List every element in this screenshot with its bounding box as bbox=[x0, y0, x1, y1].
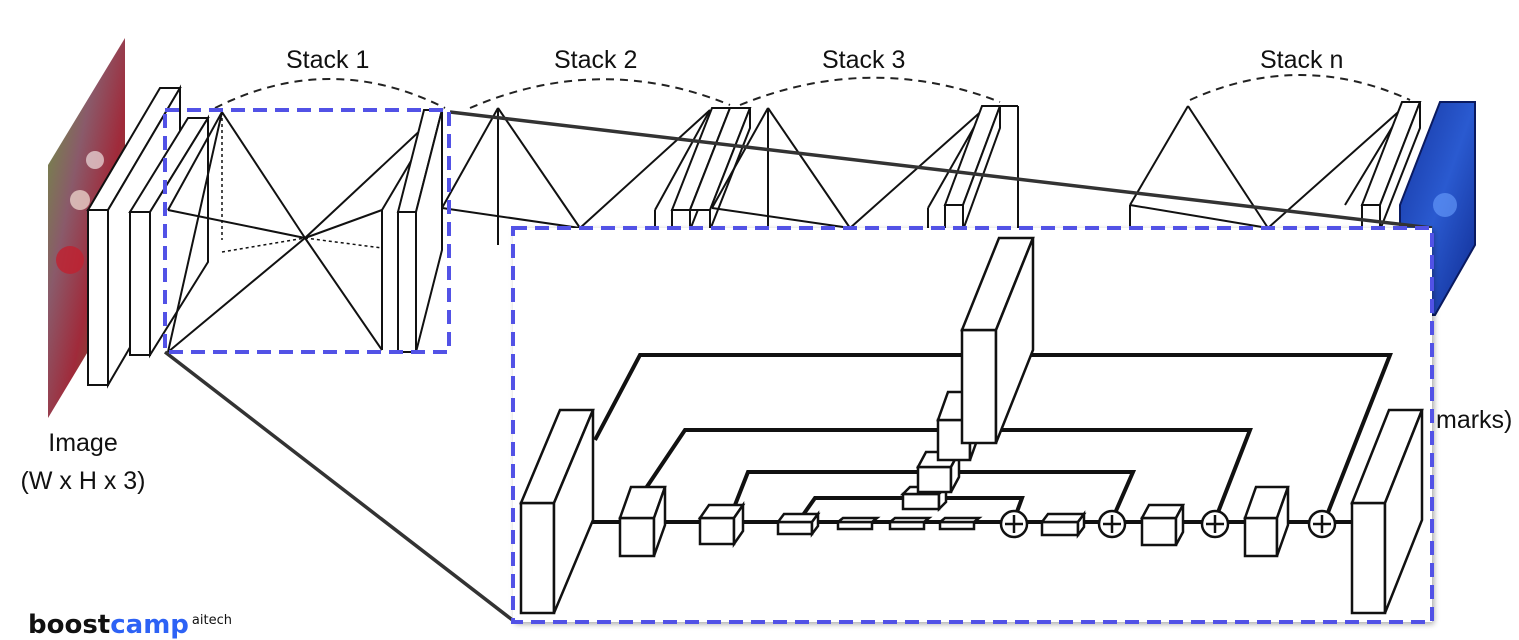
stack-3-label: Stack 3 bbox=[822, 46, 906, 74]
initial-conv-blocks bbox=[86, 84, 210, 389]
brand-part-2: camp bbox=[110, 610, 189, 640]
zoom-connector-lines bbox=[163, 110, 1433, 624]
input-image-dimensions: (W x H x 3) bbox=[20, 467, 146, 495]
stack-1-highlight-box bbox=[163, 108, 451, 354]
detail-add-symbols bbox=[1005, 515, 1331, 533]
detail-blocks bbox=[519, 236, 1424, 615]
stack-arcs bbox=[214, 74, 1411, 109]
stack-n-label: Stack n bbox=[1260, 46, 1344, 74]
hourglass-detail-panel bbox=[511, 226, 1434, 624]
input-image-caption: Image (W x H x 3) bbox=[0, 424, 166, 500]
brand-superscript: aitech bbox=[191, 613, 232, 628]
stack-2-label: Stack 2 bbox=[554, 46, 638, 74]
output-caption-partial: marks) bbox=[1436, 406, 1513, 434]
brand-part-1: boost bbox=[28, 610, 111, 640]
stack-1-hourglass bbox=[167, 109, 444, 353]
stack-1-label: Stack 1 bbox=[286, 46, 370, 74]
input-image-title: Image bbox=[48, 429, 118, 457]
stack-3-hourglass bbox=[711, 105, 1019, 231]
input-image bbox=[48, 38, 125, 418]
